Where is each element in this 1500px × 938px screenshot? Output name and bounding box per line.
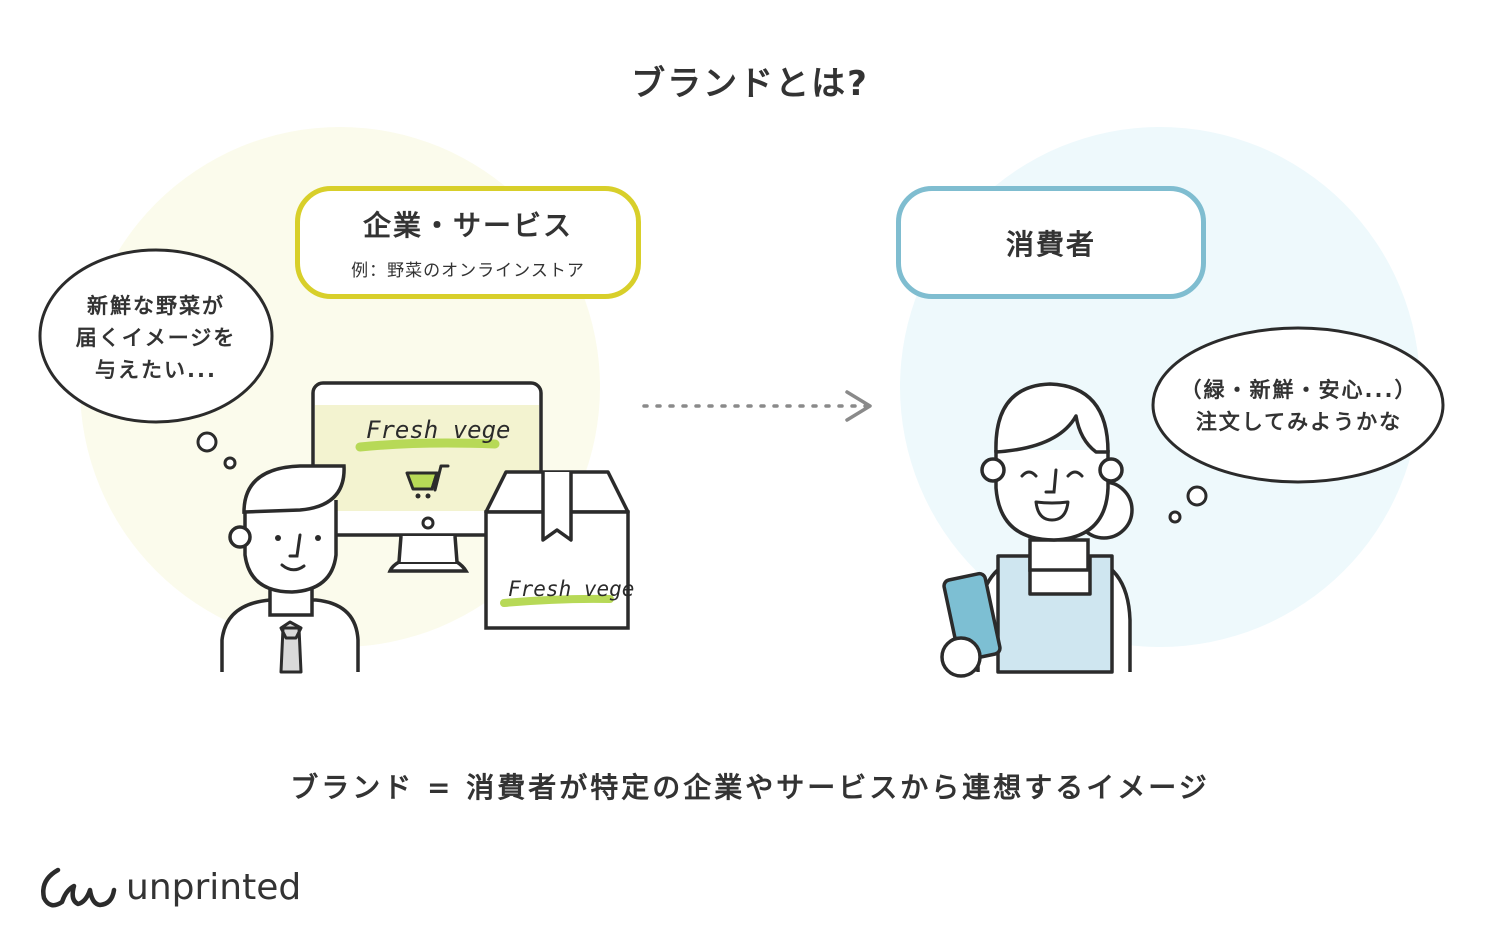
consumer-woman-illustration [940,382,1134,678]
businessman-illustration [220,464,360,674]
consumer-thought-bubble [1151,326,1445,484]
consumer-box-title: 消費者 [1005,227,1096,261]
thought-dot-large [1186,485,1208,507]
shopping-cart-icon [405,464,450,499]
company-thought-text: 新鮮な野菜が 届くイメージを 与えたい... [40,290,272,386]
monitor-icon [311,381,543,573]
thought-line: 与えたい... [95,358,217,382]
page-title: ブランドとは? [631,64,869,104]
consumer-box: 消費者 [896,186,1206,299]
company-thought-bubble [38,248,274,424]
box-brand-name: Fresh vege [508,577,635,601]
monitor-brand-name: Fresh vege [366,416,511,444]
package-box-icon [484,470,630,630]
thought-dot-small [223,456,237,470]
thought-line: （緑・新鮮・安心...） [1180,378,1418,402]
thought-dot-large [196,431,218,453]
dotted-arrow-right-icon [642,390,872,422]
thought-line: 新鮮な野菜が [87,294,225,318]
company-service-box: 企業・サービス 例：野菜のオンラインストア [295,186,641,299]
brand-definition: ブランド = 消費者が特定の企業やサービスから連想するイメージ [290,771,1210,804]
unprinted-logo-icon [41,867,117,908]
company-box-title: 企業・サービス [362,209,573,242]
thought-line: 届くイメージを [75,326,237,350]
consumer-thought-text: （緑・新鮮・安心...） 注文してみようかな [1158,374,1440,438]
thought-dot-small [1168,510,1182,524]
thought-line: 注文してみようかな [1195,410,1403,434]
logo-wordmark: unprinted [126,866,302,908]
unprinted-logo: unprinted [38,862,301,912]
company-box-subtitle: 例：野菜のオンラインストア [351,261,585,281]
